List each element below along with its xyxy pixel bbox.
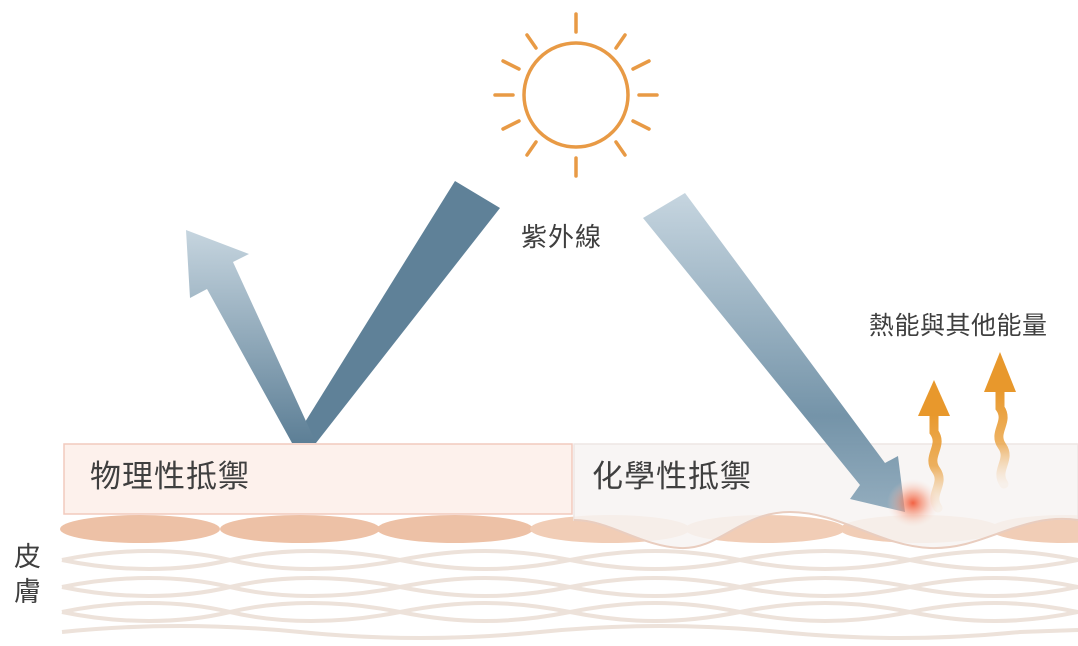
skin-dermis-layer xyxy=(61,549,1078,640)
skin-label: 皮膚 xyxy=(14,542,41,608)
uv-beam-incoming-left xyxy=(292,181,500,443)
heat-arrows xyxy=(918,352,1016,513)
physical-barrier-layer xyxy=(63,443,573,515)
uv-reflected-arrow xyxy=(186,230,316,443)
wavy-up-arrow-icon xyxy=(918,380,950,416)
wavy-up-arrow-icon xyxy=(994,385,1010,489)
chemical-barrier-layer xyxy=(573,443,1078,550)
chemical-block-label: 化學性抵禦 xyxy=(592,459,752,495)
wavy-up-arrow-icon xyxy=(928,409,944,513)
physical-block-label: 物理性抵禦 xyxy=(90,459,250,495)
uv-label: 紫外線 xyxy=(521,223,603,253)
wavy-up-arrow-icon xyxy=(984,352,1016,392)
uv-beam-absorbed-arrow xyxy=(643,193,905,512)
heat-glow xyxy=(887,479,939,527)
heat-energy-label: 熱能與其他能量 xyxy=(869,311,1048,340)
sun-icon xyxy=(493,12,659,178)
